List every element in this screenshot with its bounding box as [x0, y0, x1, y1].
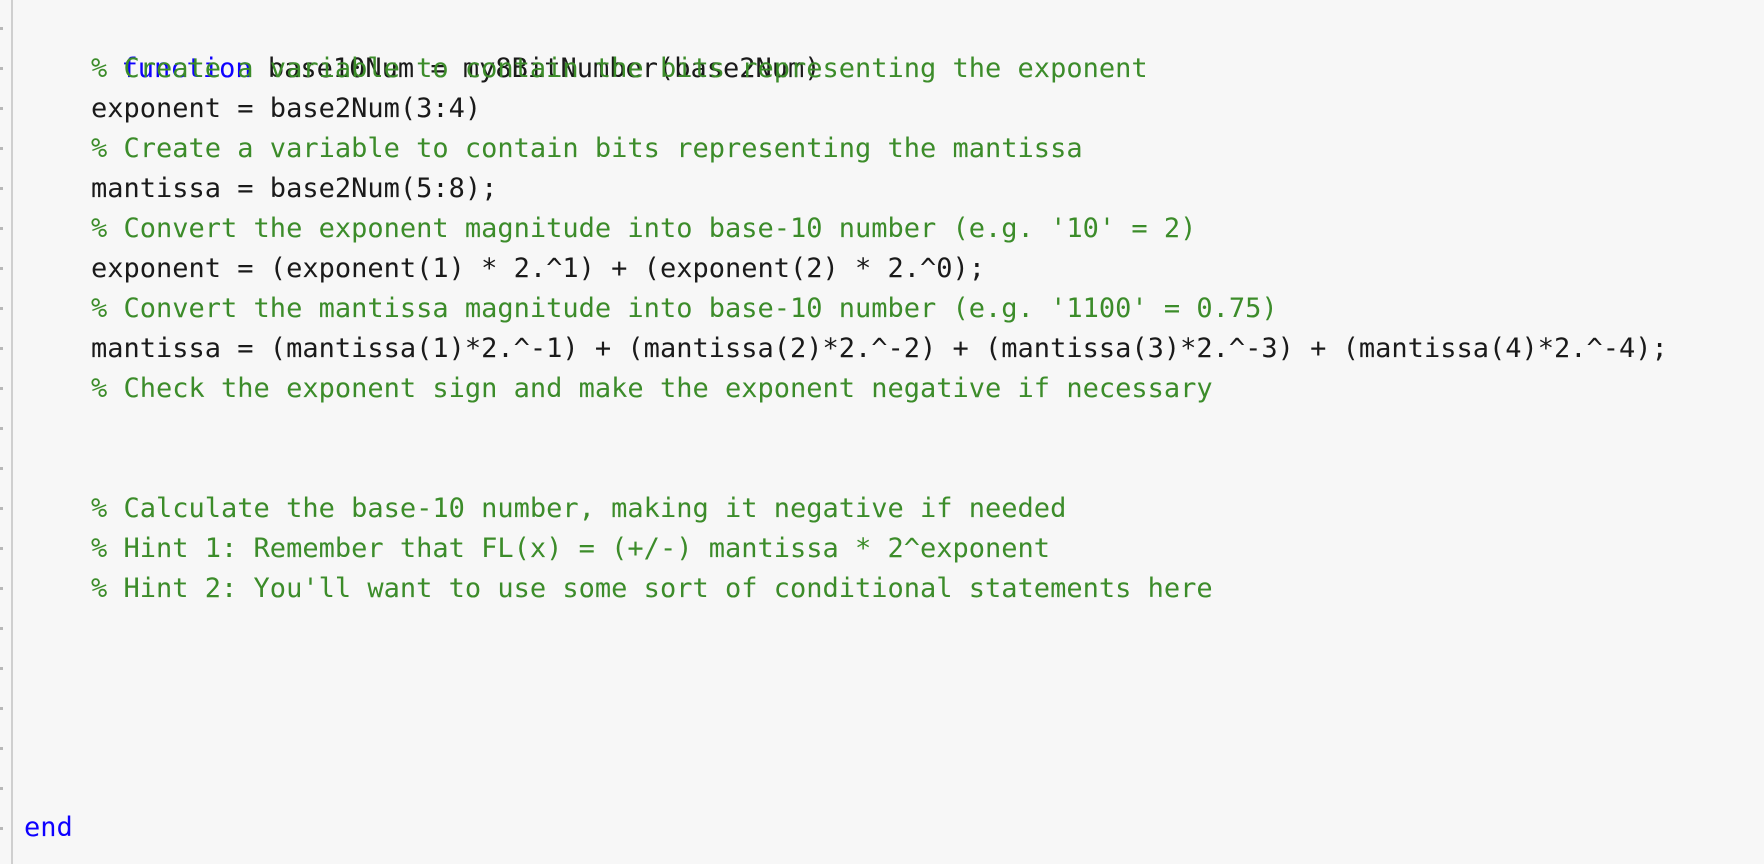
gutter-line-marker [0, 187, 3, 190]
gutter-line-marker [0, 667, 3, 670]
gutter-line-marker [0, 587, 3, 590]
function-signature: base10Num = my8BitNumber(base2Num) [251, 53, 821, 84]
gutter-line-marker [0, 27, 3, 30]
code-line-4[interactable]: % Create a variable to contain bits repr… [91, 133, 1083, 164]
end-keyword[interactable]: end [24, 812, 73, 843]
gutter-line-marker [0, 107, 3, 110]
code-line-13[interactable]: % Calculate the base-10 number, making i… [91, 493, 1067, 524]
editor-gutter [0, 0, 13, 864]
code-line-10[interactable]: % Check the exponent sign and make the e… [91, 373, 1213, 404]
gutter-line-marker [0, 267, 3, 270]
code-line-9[interactable]: mantissa = (mantissa(1)*2.^-1) + (mantis… [91, 333, 1668, 364]
gutter-line-marker [0, 67, 3, 70]
code-line-5[interactable]: mantissa = base2Num(5:8); [91, 173, 498, 204]
code-line-12[interactable] [24, 449, 1764, 489]
gutter-line-marker [0, 427, 3, 430]
gutter-line-marker [0, 547, 3, 550]
code-line-2[interactable]: % Create a variable to contain the bits … [91, 53, 1148, 84]
gutter-line-marker [0, 507, 3, 510]
gutter-line-marker [0, 787, 3, 790]
function-keyword: function [121, 53, 252, 84]
gutter-line-marker [0, 147, 3, 150]
gutter-line-marker [0, 707, 3, 710]
gutter-line-marker [0, 307, 3, 310]
code-line-8[interactable]: % Convert the mantissa magnitude into ba… [91, 293, 1278, 324]
gutter-line-marker [0, 387, 3, 390]
gutter-line-marker [0, 347, 3, 350]
code-line-1[interactable]: function base10Num = my8BitNumber(base2N… [24, 9, 1764, 84]
gutter-line-marker [0, 747, 3, 750]
code-line-14[interactable]: % Hint 1: Remember that FL(x) = (+/-) ma… [91, 533, 1051, 564]
code-line-7[interactable]: exponent = (exponent(1) * 2.^1) + (expon… [91, 253, 986, 284]
gutter-line-marker [0, 627, 3, 630]
code-line-6[interactable]: % Convert the exponent magnitude into ba… [91, 213, 1197, 244]
code-line-15[interactable]: % Hint 2: You'll want to use some sort o… [91, 573, 1213, 604]
gutter-line-marker [0, 467, 3, 470]
code-area[interactable]: function base10Num = my8BitNumber(base2N… [24, 9, 1764, 864]
code-line-3[interactable]: exponent = base2Num(3:4) [91, 93, 482, 124]
gutter-line-marker [0, 827, 3, 830]
code-line-11[interactable] [24, 409, 1764, 449]
gutter-line-marker [0, 227, 3, 230]
